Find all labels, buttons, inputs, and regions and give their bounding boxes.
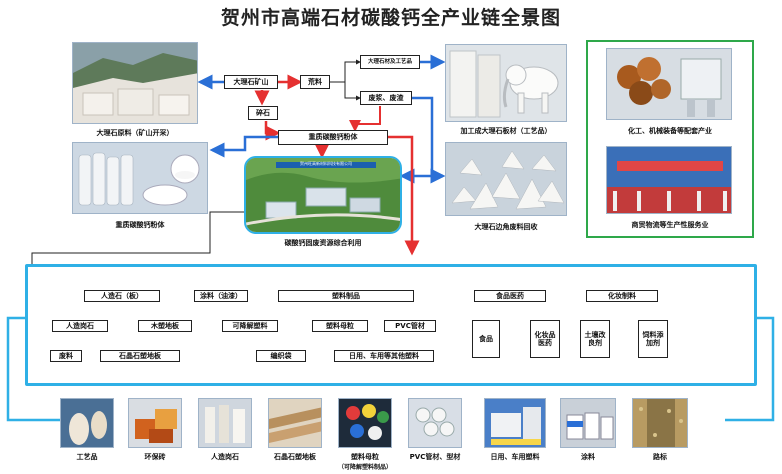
park-caption: 碳酸钙固废资源综合利用 <box>284 239 362 247</box>
category-chem-material: 化妆制料 <box>586 290 658 302</box>
product-stone-floor-photo <box>268 398 322 448</box>
heavy-calcium-node: 重质碳酸钙粉体 <box>278 130 388 145</box>
product-crafts-photo <box>60 398 114 448</box>
page-title: 贺州市高端石材碳酸钙全产业链全景图 <box>220 7 561 29</box>
arrow-blocks-split <box>330 59 361 83</box>
product-daily-car-photo <box>484 398 546 448</box>
road-marking-image <box>633 399 687 447</box>
logistics-caption: 商贸物流等生产性服务业 <box>631 221 709 229</box>
chemical-photo <box>606 48 732 120</box>
marble-raw-photo <box>72 42 198 124</box>
product-pvc-pipe-photo <box>408 398 462 448</box>
arrow-calcium-to-industries <box>388 135 420 256</box>
marble-scrap-image <box>446 143 566 215</box>
crafts-image <box>61 399 113 447</box>
marble-mine-node: 大理石矿山 <box>224 75 278 89</box>
scrap-node: 废浆、废渣 <box>360 91 412 105</box>
scrap-recycle-caption: 大理石边角废料回收 <box>474 223 538 231</box>
marble-elephant-image <box>446 45 566 121</box>
sub-art-quartz: 人造岗石 <box>52 320 108 332</box>
caption-road: 路标 <box>653 453 667 461</box>
arrow-scrap-to-recycle <box>412 96 446 184</box>
arrow-blocks-to-scrap <box>344 82 361 101</box>
caption-art-stone: 人造岗石 <box>211 453 239 461</box>
crafts-node: 大理石材及工艺品 <box>360 55 420 69</box>
category-food-med: 食品医药 <box>474 290 546 302</box>
logistics-expo-image <box>607 147 731 213</box>
paint-image <box>561 399 615 447</box>
product-master-batch-photo <box>338 398 392 448</box>
arrow-scrap-to-calcium <box>349 106 381 132</box>
product-paint-photo <box>560 398 616 448</box>
logistics-photo <box>606 146 732 214</box>
caption-paint: 涂料 <box>581 453 595 461</box>
caption-master-batch: 塑料母粒 <box>351 453 379 461</box>
category-artificial-stone: 人造石（板） <box>84 290 160 302</box>
product-road-photo <box>632 398 688 448</box>
scrap-recycle-photo <box>445 142 567 216</box>
park-aerial-image <box>246 158 400 232</box>
sub-food: 食品 <box>472 320 500 358</box>
caption-crafts: 工艺品 <box>76 453 98 461</box>
caption-bricks: 环保砖 <box>144 453 166 461</box>
art-stone-image <box>199 399 251 447</box>
daily-car-image <box>485 399 545 447</box>
sub-cosmetics: 化妆品医药 <box>530 320 560 358</box>
calcium-powder-caption: 重质碳酸钙粉体 <box>115 221 165 229</box>
waste-stone-node: 碎石 <box>248 106 278 120</box>
chemical-equipment-image <box>607 49 731 119</box>
sub-composite: 石晶石塑地板 <box>100 350 180 362</box>
category-coating: 涂料（油漆） <box>194 290 248 302</box>
cyan-arm-right <box>725 316 775 422</box>
bricks-image <box>129 399 181 447</box>
arrow-waste-to-calcium <box>264 121 281 141</box>
sub-waste-material: 废料 <box>50 350 82 362</box>
caption-master-batch-note: （可降解塑料制品） <box>337 464 392 471</box>
arrow-calcium-to-powder <box>209 135 278 158</box>
sub-daily-car: 日用、车用等其他塑料 <box>334 350 434 362</box>
sub-soil-fert: 土壤改良剂 <box>580 320 610 358</box>
cyan-arm-left <box>6 316 60 422</box>
stone-floor-image <box>269 399 321 447</box>
caption-pvc-pipe: PVC管材、型材 <box>409 453 461 461</box>
industrial-park-photo: 贺州旺高新材料科技有限公司 <box>244 156 402 234</box>
sub-plastic-master: 塑料母粒 <box>312 320 368 332</box>
marble-products-caption: 加工成大理石板材（工艺品） <box>460 127 552 135</box>
sub-wood-plastic: 木塑地板 <box>138 320 192 332</box>
master-batch-image <box>339 399 391 447</box>
marble-raw-caption: 大理石原料（矿山开采） <box>96 129 174 137</box>
sub-pvc: PVC管材 <box>384 320 436 332</box>
product-bricks-photo <box>128 398 182 448</box>
powder-bags-image <box>73 143 207 213</box>
blocks-node: 荒料 <box>300 75 330 89</box>
sub-pipe-film: 可降解塑料 <box>222 320 278 332</box>
park-banner-text: 贺州旺高新材料科技有限公司 <box>300 161 352 166</box>
marble-products-photo <box>445 44 567 122</box>
marble-quarry-image <box>73 43 197 123</box>
sub-wire: 编织袋 <box>256 350 306 362</box>
product-art-stone-photo <box>198 398 252 448</box>
calcium-powder-photo <box>72 142 208 214</box>
caption-daily-car: 日用、车用塑料 <box>490 453 540 461</box>
pvc-pipe-image <box>409 399 461 447</box>
caption-stone-floor: 石晶石塑地板 <box>274 453 316 461</box>
chemical-caption: 化工、机械装备等配套产业 <box>628 127 712 135</box>
sub-feed: 饲料添加剂 <box>638 320 668 358</box>
category-plastic: 塑料制品 <box>278 290 414 302</box>
